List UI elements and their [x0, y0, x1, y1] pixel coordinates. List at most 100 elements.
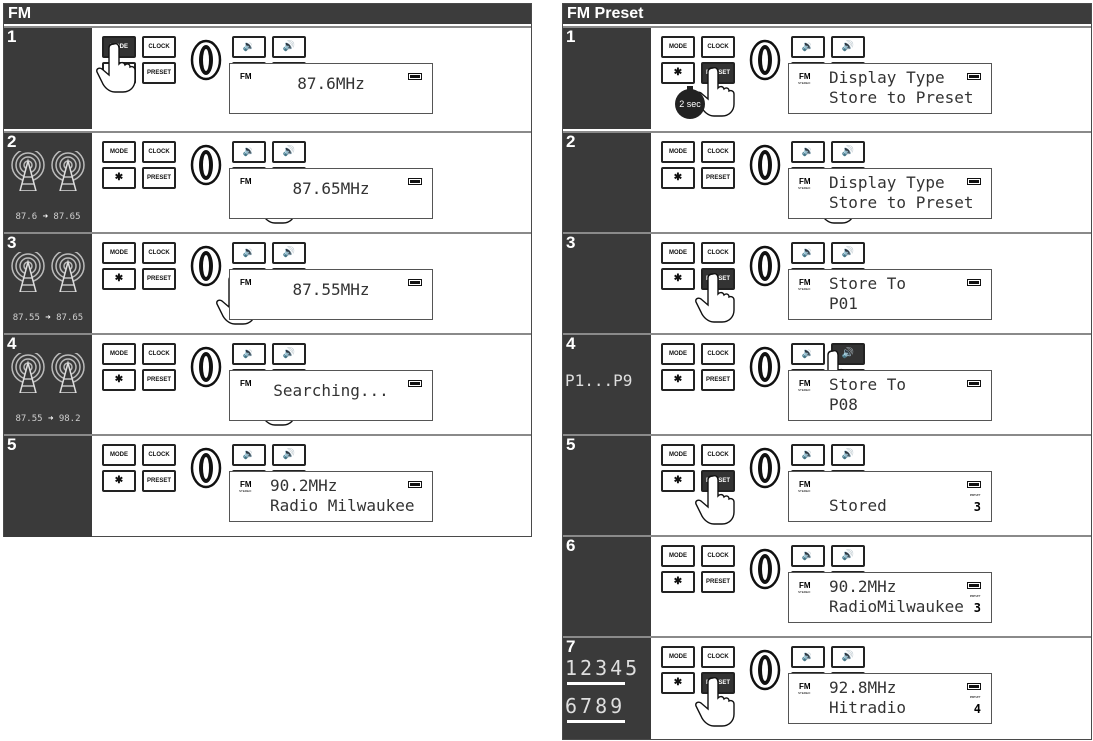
clock-button[interactable]: CLOCK: [701, 343, 735, 365]
mode-button[interactable]: MODE: [102, 444, 136, 466]
mode-button[interactable]: MODE: [661, 141, 695, 163]
tuning-knob-icon[interactable]: [749, 548, 781, 590]
battery-icon: [967, 73, 981, 80]
volume-up-button[interactable]: 🔊: [272, 444, 306, 466]
clock-button[interactable]: CLOCK: [701, 646, 735, 668]
lcd-line-2: RadioMilwaukee: [829, 597, 964, 616]
bluetooth-button[interactable]: ✱: [661, 62, 695, 84]
tuning-knob-icon[interactable]: [749, 346, 781, 388]
volume-down-button[interactable]: 🔉: [232, 343, 266, 365]
preset-button[interactable]: PRESET: [701, 571, 735, 593]
tuning-knob-icon[interactable]: [749, 39, 781, 81]
stereo-indicator: STEREO: [798, 81, 811, 85]
volume-down-button[interactable]: 🔉: [791, 36, 825, 58]
volume-up-button[interactable]: 🔊: [272, 141, 306, 163]
pointing-hand-icon: [693, 66, 741, 118]
clock-button[interactable]: CLOCK: [701, 242, 735, 264]
fm-indicator: FM: [799, 278, 811, 287]
tuning-knob-icon[interactable]: [190, 447, 222, 489]
bluetooth-button[interactable]: ✱: [661, 470, 695, 492]
mode-button[interactable]: MODE: [102, 242, 136, 264]
volume-down-button[interactable]: 🔉: [791, 545, 825, 567]
preset-button[interactable]: PRESET: [701, 167, 735, 189]
step-sidebar: 1: [4, 27, 92, 129]
tuning-knob-icon[interactable]: [749, 447, 781, 489]
tuning-knob-icon[interactable]: [190, 346, 222, 388]
mode-button[interactable]: MODE: [661, 545, 695, 567]
clock-button[interactable]: CLOCK: [142, 141, 176, 163]
clock-button[interactable]: CLOCK: [701, 444, 735, 466]
tuning-knob-icon[interactable]: [190, 245, 222, 287]
bluetooth-button[interactable]: ✱: [661, 672, 695, 694]
volume-up-button[interactable]: 🔊: [831, 545, 865, 567]
volume-down-button[interactable]: 🔉: [791, 444, 825, 466]
step-number: 2: [7, 132, 17, 151]
bluetooth-button[interactable]: ✱: [102, 470, 136, 492]
bluetooth-button[interactable]: ✱: [661, 571, 695, 593]
battery-icon: [967, 279, 981, 286]
volume-up-button[interactable]: 🔊: [272, 242, 306, 264]
clock-button[interactable]: CLOCK: [701, 141, 735, 163]
bluetooth-button[interactable]: ✱: [102, 369, 136, 391]
mode-button[interactable]: MODE: [102, 141, 136, 163]
mode-button[interactable]: MODE: [661, 242, 695, 264]
preset-button[interactable]: PRESET: [142, 268, 176, 290]
volume-up-button[interactable]: 🔊: [272, 36, 306, 58]
step-number: 5: [7, 435, 17, 454]
tuning-knob-icon[interactable]: [190, 39, 222, 81]
step-sidebar: 2 87.6 ➜ 87.65: [4, 132, 92, 234]
clock-button[interactable]: CLOCK: [142, 36, 176, 58]
volume-down-button[interactable]: 🔉: [791, 141, 825, 163]
arrow-icon: ➜: [47, 414, 54, 424]
volume-up-button[interactable]: 🔊: [831, 242, 865, 264]
mode-button[interactable]: MODE: [661, 646, 695, 668]
volume-down-button[interactable]: 🔉: [791, 343, 825, 365]
volume-down-button[interactable]: 🔉: [232, 36, 266, 58]
volume-up-button[interactable]: 🔊: [831, 36, 865, 58]
bluetooth-button[interactable]: ✱: [661, 167, 695, 189]
clock-button[interactable]: CLOCK: [142, 343, 176, 365]
preset-button[interactable]: PRESET: [701, 369, 735, 391]
pointing-hand-icon: [693, 474, 741, 526]
mode-button[interactable]: MODE: [661, 444, 695, 466]
mode-button[interactable]: MODE: [661, 36, 695, 58]
mode-button[interactable]: MODE: [661, 343, 695, 365]
preset-button[interactable]: PRESET: [142, 470, 176, 492]
lcd-line-1: 90.2MHz: [270, 476, 338, 495]
step-row: 3 87.55 ➜ 87.65 MODE CLOCK ✱ PRESET 🔉 🔊 …: [4, 232, 531, 335]
clock-button[interactable]: CLOCK: [142, 242, 176, 264]
lcd-line-1: Display Type: [829, 173, 945, 192]
tuning-knob-icon[interactable]: [190, 144, 222, 186]
volume-up-button[interactable]: 🔊: [831, 646, 865, 668]
step-number: 7: [566, 637, 576, 656]
bluetooth-button[interactable]: ✱: [102, 167, 136, 189]
volume-down-button[interactable]: 🔉: [791, 646, 825, 668]
volume-down-button[interactable]: 🔉: [232, 444, 266, 466]
preset-button[interactable]: PRESET: [142, 167, 176, 189]
fm-indicator: FM: [799, 581, 811, 590]
bluetooth-button[interactable]: ✱: [661, 268, 695, 290]
mode-button[interactable]: MODE: [102, 343, 136, 365]
clock-button[interactable]: CLOCK: [701, 545, 735, 567]
volume-down-button[interactable]: 🔉: [232, 242, 266, 264]
tuning-knob-icon[interactable]: [749, 144, 781, 186]
volume-down-button[interactable]: 🔉: [791, 242, 825, 264]
volume-up-button[interactable]: 🔊: [272, 343, 306, 365]
timer-icon: 2 sec: [673, 86, 707, 120]
volume-down-button[interactable]: 🔉: [232, 141, 266, 163]
volume-up-button[interactable]: 🔊: [831, 141, 865, 163]
clock-button[interactable]: CLOCK: [701, 36, 735, 58]
fm-panel-title: FM: [4, 4, 531, 24]
clock-button[interactable]: CLOCK: [142, 444, 176, 466]
fm-indicator: FM: [799, 177, 811, 186]
tuning-knob-icon[interactable]: [749, 245, 781, 287]
bluetooth-button[interactable]: ✱: [102, 268, 136, 290]
tuning-knob-icon[interactable]: [749, 649, 781, 691]
preset-button[interactable]: PRESET: [142, 62, 176, 84]
step-row: 2 MODE CLOCK ✱ PRESET 🔉 🔊 ◀ ▶ FMSTEREODi…: [563, 131, 1091, 234]
volume-up-button[interactable]: 🔊: [831, 444, 865, 466]
step-number: 4: [566, 334, 576, 353]
preset-button[interactable]: PRESET: [142, 369, 176, 391]
bluetooth-button[interactable]: ✱: [661, 369, 695, 391]
